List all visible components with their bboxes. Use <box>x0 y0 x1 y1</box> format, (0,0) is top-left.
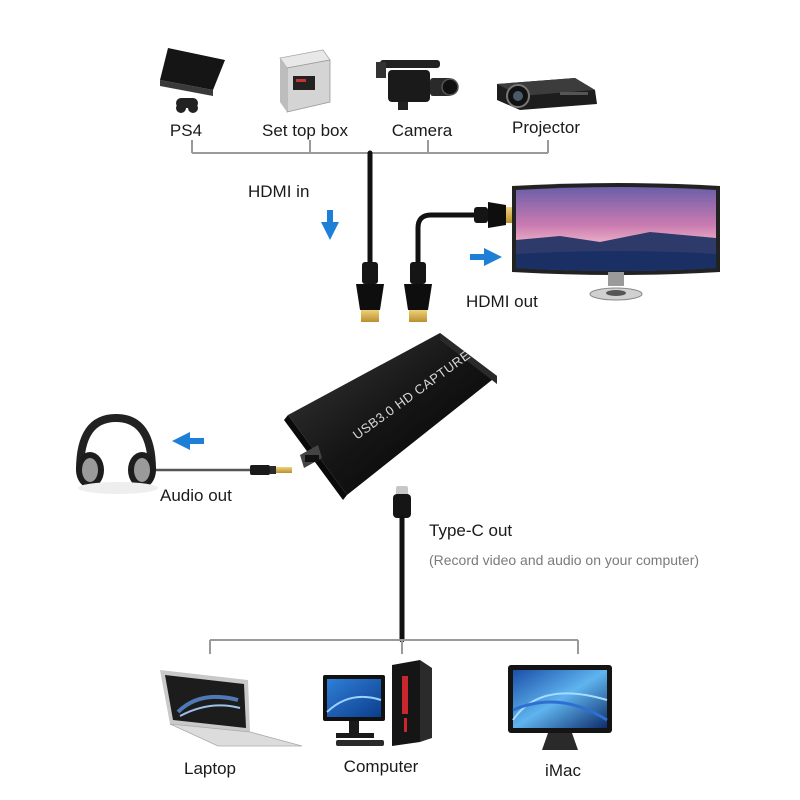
camera-icon <box>376 60 459 110</box>
imac-label: iMac <box>545 761 581 780</box>
headphones-icon <box>76 413 158 494</box>
ps4-icon <box>160 48 225 113</box>
ps4-label: PS4 <box>169 121 203 140</box>
set-top-box-label: Set top box <box>261 121 349 140</box>
hdmi-plug-icon <box>356 262 384 322</box>
monitor-icon <box>512 183 720 301</box>
audio-jack-icon <box>250 465 292 475</box>
hdmi-out-cable <box>415 212 481 268</box>
arrow-icon <box>470 248 502 266</box>
audio-out-label: Audio out <box>160 486 232 505</box>
type-c-note: (Record video and audio on your computer… <box>429 552 700 568</box>
desktop-computer-icon <box>323 660 432 746</box>
camera-label: Camera <box>391 121 453 140</box>
computer-bracket <box>209 639 579 654</box>
set-top-box-icon <box>279 49 331 113</box>
laptop-icon <box>160 670 303 747</box>
arrow-icon <box>321 210 339 240</box>
projector-label: Projector <box>511 118 581 137</box>
type-c-out-label: Type-C out <box>429 521 513 540</box>
hdmi-in-label: HDMI in <box>248 182 310 201</box>
imac-icon <box>508 665 612 750</box>
computer-label: Computer <box>343 757 419 776</box>
hdmi-out-label: HDMI out <box>466 292 538 311</box>
projector-icon <box>497 78 597 110</box>
arrow-icon <box>172 432 204 450</box>
capture-device: USB3.0 HD CAPTURE <box>284 333 497 500</box>
laptop-label: Laptop <box>184 759 236 778</box>
hdmi-plug-icon <box>404 262 432 322</box>
hdmi-plug-icon <box>474 202 516 228</box>
type-c-plug-icon <box>393 486 411 518</box>
